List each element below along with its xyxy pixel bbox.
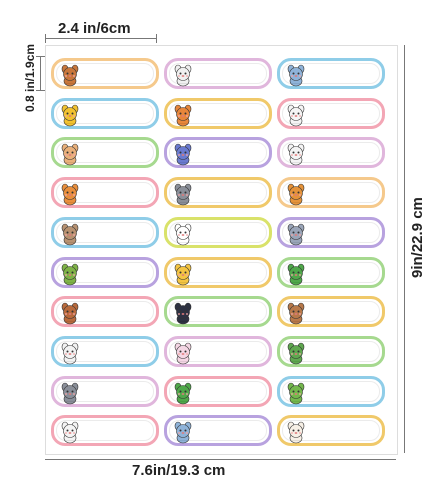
astronaut-icon — [171, 142, 195, 166]
sun-icon — [171, 262, 195, 286]
name-label — [164, 58, 272, 89]
dog-icon — [58, 341, 82, 365]
name-label — [51, 58, 159, 89]
hamster-icon — [58, 142, 82, 166]
name-label — [277, 137, 385, 169]
crocodile-icon — [171, 381, 195, 405]
name-label — [277, 177, 385, 209]
name-label — [51, 137, 159, 169]
name-label — [51, 415, 159, 447]
lion-icon — [284, 182, 308, 206]
name-label — [164, 216, 272, 248]
name-label — [51, 375, 159, 407]
name-label — [164, 177, 272, 209]
name-label — [277, 335, 385, 367]
dinosaur-icon — [171, 103, 195, 127]
bee-icon — [58, 103, 82, 127]
shiba-icon — [58, 182, 82, 206]
name-label — [164, 256, 272, 288]
name-label — [51, 296, 159, 328]
name-label — [164, 97, 272, 129]
name-label — [51, 335, 159, 367]
sheet-height-dimension: 9in/22.9 cm — [409, 197, 426, 278]
name-label — [164, 375, 272, 407]
sloth-icon — [58, 222, 82, 246]
raccoon-icon — [171, 182, 195, 206]
label-height-dimension: 0.8 in/1.9cm — [23, 43, 37, 112]
cat-icon — [284, 103, 308, 127]
name-label — [51, 97, 159, 129]
squirrel-icon — [58, 63, 82, 87]
label-sheet — [45, 45, 398, 455]
name-label — [51, 256, 159, 288]
polar-bear-icon — [58, 420, 82, 444]
label-width-tick-left — [45, 34, 46, 43]
name-label — [277, 97, 385, 129]
avocado-icon — [58, 262, 82, 286]
bear-icon — [284, 301, 308, 325]
name-label — [164, 137, 272, 169]
name-label — [164, 415, 272, 447]
name-label — [51, 216, 159, 248]
raccoon-skater-icon — [58, 381, 82, 405]
bunny-icon — [171, 63, 195, 87]
label-height-line — [40, 56, 41, 90]
frog-skater-icon — [284, 381, 308, 405]
name-label — [277, 415, 385, 447]
penguin-icon — [171, 301, 195, 325]
monkey-icon — [58, 301, 82, 325]
label-width-tick-right — [156, 34, 157, 43]
label-height-tick-bottom — [36, 90, 45, 91]
rabbit-icon — [284, 142, 308, 166]
name-label — [277, 296, 385, 328]
label-height-tick-top — [36, 56, 45, 57]
koala-icon — [284, 222, 308, 246]
name-label — [277, 216, 385, 248]
sheet-width-dimension: 7.6in/19.3 cm — [132, 462, 226, 479]
label-width-dimension: 2.4 in/6cm — [58, 20, 131, 37]
name-label — [164, 296, 272, 328]
turtle-icon — [284, 341, 308, 365]
name-label — [277, 375, 385, 407]
elephant-icon — [171, 420, 195, 444]
crocodile-icon — [284, 262, 308, 286]
elephant-icon — [284, 63, 308, 87]
panda-icon — [171, 222, 195, 246]
name-label — [277, 256, 385, 288]
name-label — [51, 177, 159, 209]
name-label — [164, 335, 272, 367]
sheet-width-line — [45, 459, 396, 460]
sheet-height-line — [404, 45, 405, 453]
bunny-skater-icon — [171, 341, 195, 365]
name-label — [277, 58, 385, 89]
kitten-icon — [284, 420, 308, 444]
label-width-line — [45, 38, 156, 39]
